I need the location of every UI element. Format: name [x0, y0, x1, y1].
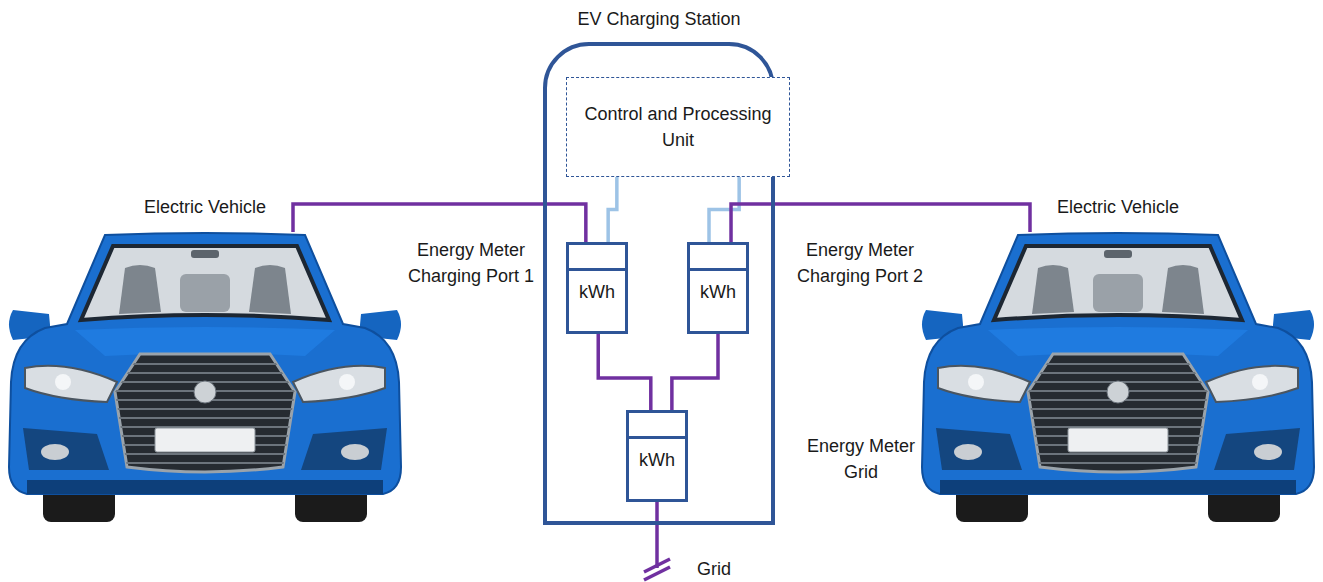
control-unit-box: Control and Processing Unit	[566, 77, 790, 177]
connector-wire	[709, 177, 739, 242]
car-illustration	[5, 232, 405, 522]
meter-unit: kWh	[569, 279, 625, 305]
vehicle-name: Electric Vehicle	[1057, 194, 1179, 220]
connector-wire	[608, 177, 617, 242]
grid-label: Grid	[697, 556, 731, 582]
energy-meter-box: kWhEnergy Meter Charging Port 2	[687, 242, 749, 334]
electric-vehicle: Electric Vehicle	[5, 232, 405, 522]
connector-wire	[672, 334, 718, 410]
energy-meter-box: kWhEnergy Meter Grid	[626, 410, 688, 502]
unit-name: Control and Processing Unit	[577, 101, 779, 153]
car-illustration	[918, 232, 1318, 522]
connector-wire	[598, 334, 651, 410]
meter-name: Energy Meter Grid	[791, 433, 931, 485]
charging-station: EV Charging StationControl and Processin…	[543, 42, 775, 525]
meter-unit: kWh	[690, 279, 746, 305]
meter-name: Energy Meter Charging Port 2	[790, 237, 930, 289]
connector-wire	[731, 204, 1030, 242]
vehicle-name: Electric Vehicle	[144, 194, 266, 220]
meter-name: Energy Meter Charging Port 1	[401, 237, 541, 289]
station-title: EV Charging Station	[577, 6, 740, 32]
meter-display	[690, 245, 746, 271]
grid-wire	[655, 502, 659, 568]
connector-wire	[293, 204, 586, 242]
meter-display	[629, 413, 685, 439]
electric-vehicle: Electric Vehicle	[918, 232, 1318, 522]
grid-symbol	[644, 567, 670, 580]
energy-meter-box: kWhEnergy Meter Charging Port 1	[566, 242, 628, 334]
meter-unit: kWh	[629, 447, 685, 473]
meter-display	[569, 245, 625, 271]
